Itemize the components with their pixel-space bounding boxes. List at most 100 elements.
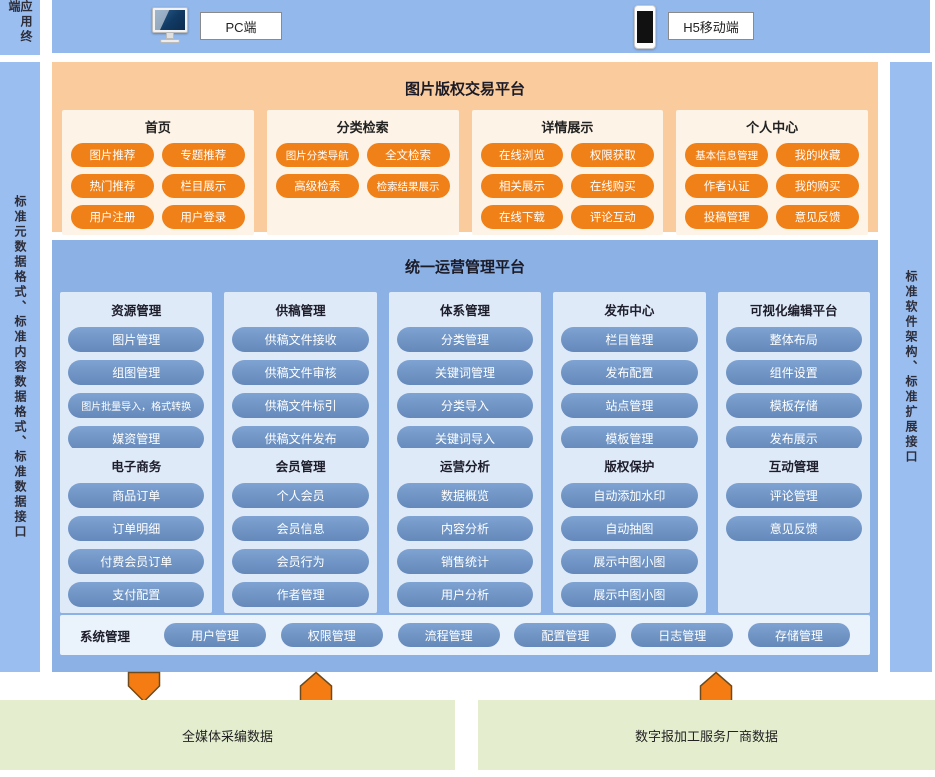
trade-section-title: 首页 <box>144 120 171 135</box>
trade-section-card: 详情展示在线浏览权限获取相关展示在线购买在线下载评论互动 <box>471 110 664 235</box>
ops-module-card: 供稿管理供稿文件接收供稿文件审核供稿文件标引供稿文件发布 <box>224 292 377 457</box>
system-feature-node: 配置管理 <box>514 623 617 647</box>
pc-terminal-node: PC端 <box>200 12 282 40</box>
ops-feature-node: 分类管理 <box>396 327 534 352</box>
ops-feature-node: 支付配置 <box>68 582 205 607</box>
ops-feature-node: 栏目管理 <box>561 327 698 352</box>
trade-section-items: 在线浏览权限获取相关展示在线购买在线下载评论互动 <box>480 143 655 229</box>
ops-module-title: 供稿管理 <box>275 304 326 318</box>
ops-module-card: 可视化编辑平台整体布局组件设置模板存储发布展示 <box>717 292 870 457</box>
ops-module-card: 资源管理图片管理组图管理图片批量导入，格式转换媒资管理 <box>60 292 213 457</box>
system-feature-node: 用户管理 <box>164 623 267 647</box>
ops-feature-node: 供稿文件审核 <box>232 360 369 385</box>
trade-feature-node: 评论互动 <box>571 205 655 229</box>
ops-feature-node: 组件设置 <box>725 360 862 385</box>
ops-module-title: 会员管理 <box>275 460 326 474</box>
ops-feature-node: 会员信息 <box>232 516 369 541</box>
ops-module-title: 可视化编辑平台 <box>750 304 838 318</box>
ops-feature-node: 关键词管理 <box>396 360 534 385</box>
ops-feature-node: 作者管理 <box>232 582 369 607</box>
pc-monitor-icon <box>152 7 188 47</box>
trade-feature-node: 作者认证 <box>685 174 769 198</box>
trade-feature-node: 图片分类导航 <box>275 143 359 167</box>
ops-feature-node: 发布展示 <box>725 426 862 451</box>
ops-feature-node: 销售统计 <box>396 549 534 574</box>
trade-feature-node: 高级检索 <box>275 174 359 198</box>
sidebar-standard-architecture-label: 标准软件架构、标准扩展接口 <box>904 269 918 465</box>
system-management-label: 系统管理 <box>80 629 131 644</box>
arrow-down-icon <box>127 671 161 703</box>
trade-feature-node: 栏目展示 <box>161 174 245 198</box>
ops-modules-row-1: 资源管理图片管理组图管理图片批量导入，格式转换媒资管理供稿管理供稿文件接收供稿文… <box>60 292 870 457</box>
ops-module-card: 体系管理分类管理关键词管理分类导入关键词导入 <box>388 292 542 457</box>
ops-module-title: 电子商务 <box>111 460 162 474</box>
ops-feature-node: 付费会员订单 <box>68 549 205 574</box>
ops-feature-node: 评论管理 <box>725 483 862 508</box>
arrow-up-icon <box>699 671 733 703</box>
ops-module-card: 运营分析数据概览内容分析销售统计用户分析 <box>388 448 542 613</box>
ops-module-card: 发布中心栏目管理发布配置站点管理模板管理 <box>553 292 706 457</box>
sidebar-standard-architecture: 标准软件架构、标准扩展接口 <box>890 62 932 672</box>
ops-feature-node: 个人会员 <box>232 483 369 508</box>
trade-section-items: 基本信息管理我的收藏作者认证我的购买投稿管理意见反馈 <box>685 143 859 229</box>
image-copyright-trade-platform: 图片版权交易平台 首页图片推荐专题推荐热门推荐栏目展示用户注册用户登录分类检索图… <box>52 62 878 235</box>
trade-feature-node: 在线浏览 <box>480 143 564 167</box>
datasource-omnimedia-node: 全媒体采编数据 <box>0 700 455 770</box>
system-feature-node: 流程管理 <box>397 623 500 647</box>
trade-feature-node: 用户登录 <box>161 205 245 229</box>
ops-module-card: 电子商务商品订单订单明细付费会员订单支付配置 <box>60 448 213 613</box>
ops-feature-node: 展示中图小图 <box>561 582 698 607</box>
ops-module-title: 互动管理 <box>768 460 819 474</box>
ops-platform-title: 统一运营管理平台 <box>404 259 525 276</box>
trade-section-items: 图片分类导航全文检索高级检索检索结果展示 <box>275 143 450 198</box>
ops-modules-row-2: 电子商务商品订单订单明细付费会员订单支付配置会员管理个人会员会员信息会员行为作者… <box>60 448 870 613</box>
ops-feature-node: 组图管理 <box>68 360 205 385</box>
system-feature-node: 日志管理 <box>631 623 734 647</box>
trade-feature-node: 在线购买 <box>571 174 655 198</box>
trade-feature-node: 专题推荐 <box>161 143 245 167</box>
trade-feature-node: 投稿管理 <box>685 205 769 229</box>
datasource-digital-newspaper-node: 数字报加工服务厂商数据 <box>478 700 935 770</box>
trade-feature-node: 意见反馈 <box>776 205 859 229</box>
trade-feature-node: 在线下载 <box>480 205 564 229</box>
ops-feature-node: 会员行为 <box>232 549 369 574</box>
arrow-up-icon <box>299 671 333 703</box>
trade-section-items: 图片推荐专题推荐热门推荐栏目展示用户注册用户登录 <box>71 143 245 229</box>
trade-platform-sections: 首页图片推荐专题推荐热门推荐栏目展示用户注册用户登录分类检索图片分类导航全文检索… <box>62 110 868 235</box>
ops-feature-node: 发布配置 <box>561 360 698 385</box>
trade-feature-node: 基本信息管理 <box>685 143 769 167</box>
ops-feature-node: 媒资管理 <box>68 426 205 451</box>
ops-feature-node: 数据概览 <box>396 483 534 508</box>
ops-feature-node: 关键词导入 <box>396 426 534 451</box>
trade-feature-node: 图片推荐 <box>71 143 154 167</box>
sidebar-standard-data-formats-label: 标准元数据格式、标准内容数据格式、标准数据接口 <box>13 194 27 540</box>
smartphone-icon <box>634 5 656 49</box>
ops-module-title: 版权保护 <box>604 460 655 474</box>
system-management-bar: 系统管理 用户管理权限管理流程管理配置管理日志管理存储管理 <box>60 615 870 655</box>
ops-module-card: 互动管理评论管理意见反馈 <box>717 448 870 613</box>
ops-module-title: 发布中心 <box>604 304 655 318</box>
trade-feature-node: 检索结果展示 <box>366 174 450 198</box>
ops-feature-node: 意见反馈 <box>725 516 862 541</box>
trade-feature-node: 全文检索 <box>366 143 450 167</box>
ops-feature-node: 模板管理 <box>561 426 698 451</box>
trade-section-card: 个人中心基本信息管理我的收藏作者认证我的购买投稿管理意见反馈 <box>676 110 868 235</box>
ops-feature-node: 供稿文件发布 <box>232 426 369 451</box>
trade-feature-node: 用户注册 <box>71 205 154 229</box>
ops-feature-node: 商品订单 <box>68 483 205 508</box>
trade-section-title: 分类检索 <box>336 120 389 135</box>
ops-feature-node: 内容分析 <box>396 516 534 541</box>
ops-module-card: 版权保护自动添加水印自动抽图展示中图小图展示中图小图 <box>553 448 706 613</box>
trade-feature-node: 我的购买 <box>776 174 859 198</box>
ops-feature-node: 整体布局 <box>725 327 862 352</box>
unified-operations-platform: 统一运营管理平台 资源管理图片管理组图管理图片批量导入，格式转换媒资管理供稿管理… <box>52 240 878 672</box>
trade-feature-node: 我的收藏 <box>776 143 859 167</box>
trade-section-card: 分类检索图片分类导航全文检索高级检索检索结果展示 <box>266 110 459 235</box>
trade-section-card: 首页图片推荐专题推荐热门推荐栏目展示用户注册用户登录 <box>62 110 254 235</box>
ops-module-card: 会员管理个人会员会员信息会员行为作者管理 <box>224 448 377 613</box>
trade-feature-node: 权限获取 <box>571 143 655 167</box>
sidebar-standard-data-formats: 标准元数据格式、标准内容数据格式、标准数据接口 <box>0 62 40 672</box>
sidebar-application-terminal: 应用终端 <box>0 0 40 55</box>
ops-feature-node: 展示中图小图 <box>561 549 698 574</box>
trade-feature-node: 热门推荐 <box>71 174 154 198</box>
